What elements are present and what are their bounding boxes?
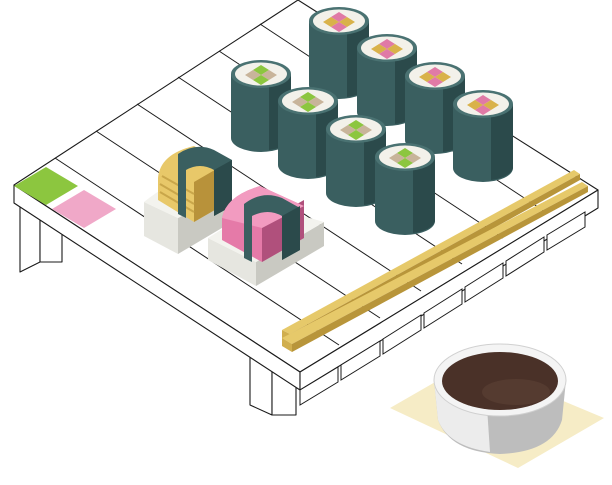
board-top <box>13 0 599 373</box>
chopstick-front <box>282 182 588 352</box>
board-side-edge <box>299 189 599 391</box>
maki-roll-green-4 <box>375 143 435 235</box>
chopsticks <box>282 170 588 352</box>
board-plank-ends <box>299 211 586 406</box>
wasabi <box>14 167 78 205</box>
tuna-nigiri <box>208 186 324 286</box>
tamago-nigiri <box>144 146 232 254</box>
soy-sauce-bowl <box>433 343 567 454</box>
pickled-ginger <box>52 190 116 228</box>
maki-roll-pink-4 <box>453 90 513 182</box>
